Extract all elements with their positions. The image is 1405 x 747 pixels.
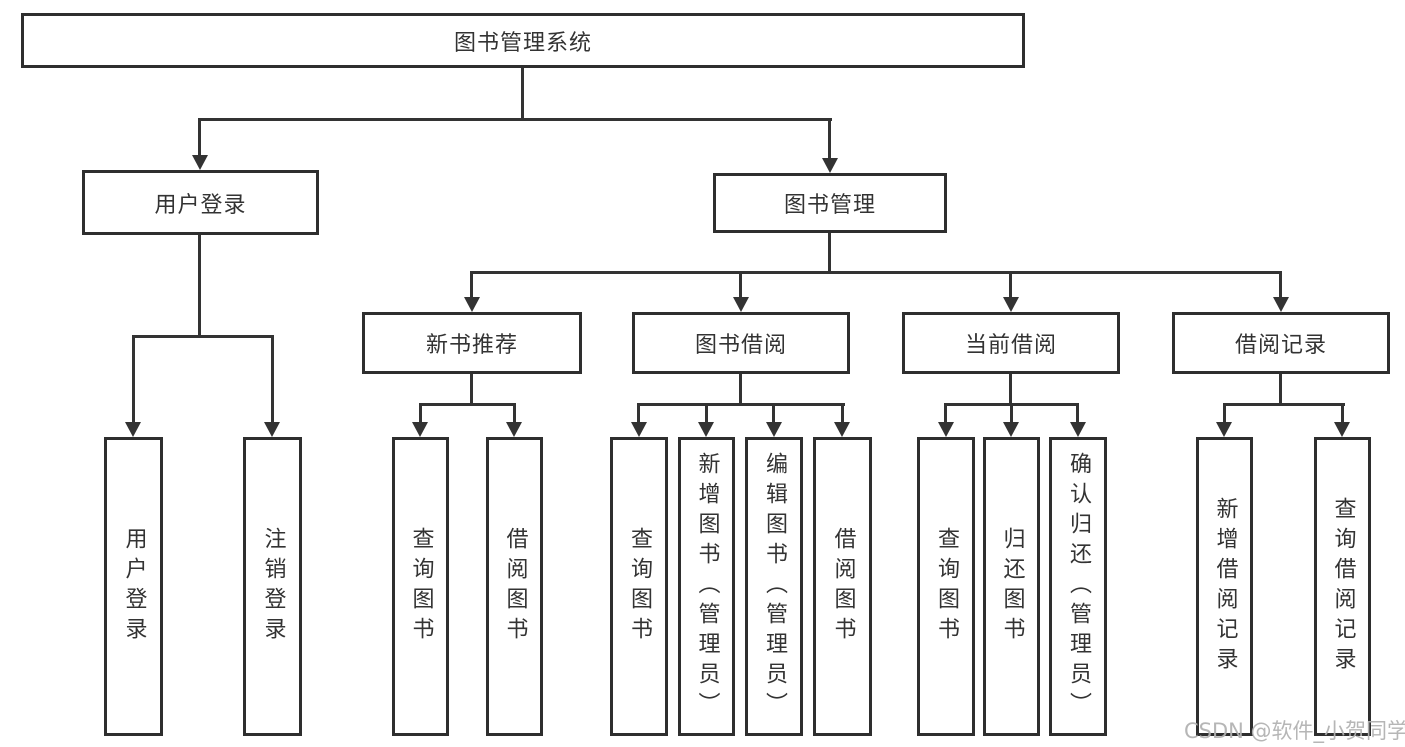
leaf-label: 新增借阅记录: [1212, 496, 1238, 677]
connector-to-section: [739, 271, 742, 299]
connector-user-login-branch: [132, 335, 274, 338]
connector-book-mgmt-drop: [828, 233, 831, 273]
connector-section-drop: [470, 374, 473, 405]
leaf-query-books: 查询图书: [917, 437, 975, 736]
leaf-label: 确认归还（管理员）: [1066, 451, 1091, 722]
connector-to-leaf: [1076, 403, 1079, 423]
connector-to-leaf: [513, 403, 516, 423]
node-borrow-records: 借阅记录: [1172, 312, 1390, 374]
leaf-borrow-books: 借阅图书: [486, 437, 543, 736]
connector-to-section: [1009, 271, 1012, 299]
node-book-management: 图书管理: [713, 173, 947, 233]
connector-to-leaf: [841, 403, 844, 423]
arrowhead-icon: [822, 158, 838, 173]
connector-root-branch: [198, 118, 832, 121]
arrowhead-icon: [192, 155, 208, 170]
node-label: 图书管理: [783, 193, 876, 218]
connector-section-branch: [637, 403, 845, 406]
arrowhead-icon: [1003, 297, 1019, 312]
connector-to-leaf: [772, 403, 775, 423]
leaf-label: 借阅图书: [502, 526, 528, 647]
connector-book-mgmt-branch: [470, 271, 1282, 274]
leaf-query-books: 查询图书: [392, 437, 449, 736]
arrowhead-icon: [506, 422, 522, 437]
connector-to-book-management: [828, 118, 831, 161]
arrowhead-icon: [733, 297, 749, 312]
arrowhead-icon: [412, 422, 428, 437]
node-new-book-recommend: 新书推荐: [362, 312, 582, 374]
leaf-add-borrow-record: 新增借阅记录: [1196, 437, 1253, 736]
leaf-label: 查询图书: [408, 526, 434, 647]
connector-section-drop: [1279, 374, 1282, 405]
connector-section-branch: [419, 403, 516, 406]
connector-to-section: [1279, 271, 1282, 299]
connector-to-section: [470, 271, 473, 299]
node-library-management-system: 图书管理系统: [21, 13, 1025, 68]
node-label: 借阅记录: [1234, 333, 1327, 358]
node-current-borrow: 当前借阅: [902, 312, 1120, 374]
arrowhead-icon: [1273, 297, 1289, 312]
arrowhead-icon: [1003, 422, 1019, 437]
leaf-label: 新增图书（管理员）: [694, 451, 720, 722]
leaf-label: 查询图书: [627, 526, 652, 647]
node-label: 图书管理系统: [453, 30, 592, 56]
node-label: 用户登录: [154, 192, 247, 218]
connector-user-login-drop: [198, 235, 201, 335]
connector-section-branch: [1223, 403, 1345, 406]
leaf-query-borrow-record: 查询借阅记录: [1314, 437, 1371, 736]
connector-section-drop: [739, 374, 742, 405]
leaf-label: 借阅图书: [830, 526, 856, 647]
arrowhead-icon: [264, 422, 280, 437]
leaf-confirm-return-admin: 确认归还（管理员）: [1049, 437, 1107, 736]
leaf-edit-book-admin: 编辑图书（管理员）: [745, 437, 803, 736]
leaf-user-login: 用户登录: [104, 437, 163, 736]
arrowhead-icon: [631, 422, 647, 437]
connector-to-leaf: [944, 403, 947, 423]
node-user-login: 用户登录: [82, 170, 319, 235]
leaf-borrow-books: 借阅图书: [813, 437, 872, 736]
node-label: 新书推荐: [425, 333, 518, 358]
arrowhead-icon: [698, 422, 714, 437]
leaf-label: 注销登录: [260, 526, 286, 647]
connector-to-leaf: [1223, 403, 1226, 423]
leaf-label: 编辑图书（管理员）: [762, 451, 787, 722]
connector-to-leaf: [132, 335, 135, 423]
leaf-label: 查询图书: [934, 526, 959, 647]
arrowhead-icon: [834, 422, 850, 437]
leaf-return-books: 归还图书: [983, 437, 1040, 736]
csdn-watermark: CSDN @软件_小贺同学: [1184, 719, 1405, 743]
connector-to-leaf: [637, 403, 640, 423]
connector-to-leaf: [705, 403, 708, 423]
arrowhead-icon: [464, 297, 480, 312]
leaf-label: 用户登录: [121, 526, 147, 647]
leaf-label: 归还图书: [999, 526, 1025, 647]
node-book-borrow: 图书借阅: [632, 312, 850, 374]
leaf-add-book-admin: 新增图书（管理员）: [678, 437, 735, 736]
connector-to-leaf: [271, 335, 274, 423]
arrowhead-icon: [125, 422, 141, 437]
leaf-label: 查询借阅记录: [1330, 496, 1356, 677]
connector-section-drop: [1009, 374, 1012, 405]
connector-to-leaf: [1341, 403, 1344, 423]
connector-to-user-login: [198, 118, 201, 158]
leaf-logout: 注销登录: [243, 437, 302, 736]
arrowhead-icon: [1070, 422, 1086, 437]
node-label: 图书借阅: [694, 333, 787, 358]
connector-root-drop: [521, 68, 524, 121]
arrowhead-icon: [1216, 422, 1232, 437]
connector-to-leaf: [419, 403, 422, 423]
leaf-query-books: 查询图书: [610, 437, 668, 736]
arrowhead-icon: [1334, 422, 1350, 437]
node-label: 当前借阅: [964, 333, 1057, 358]
arrowhead-icon: [766, 422, 782, 437]
arrowhead-icon: [938, 422, 954, 437]
connector-to-leaf: [1010, 403, 1013, 423]
